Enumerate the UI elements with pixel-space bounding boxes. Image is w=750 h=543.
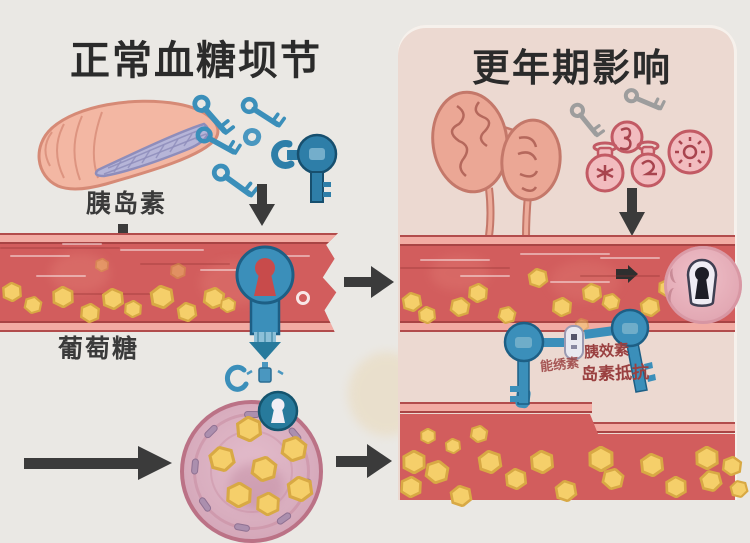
glucose-hexagon-icon <box>79 302 101 324</box>
glucose-hexagon-icon <box>423 458 451 486</box>
blood-flow-streak <box>0 247 120 249</box>
glucose-hexagon-icon <box>496 304 518 326</box>
glucose-hexagon-icon <box>206 443 238 475</box>
blood-flow-streak <box>62 243 102 245</box>
vessel-wall <box>400 235 735 246</box>
left-blood-vessel <box>0 233 338 332</box>
glucose-hexagon-icon <box>176 301 199 324</box>
flow-arrow-icon <box>616 265 638 283</box>
glucose-hexagon-icon <box>600 291 622 313</box>
glucose-hexagon-icon <box>551 296 573 318</box>
bubble-icon <box>296 291 310 305</box>
glucose-hexagon-icon <box>101 287 125 311</box>
blood-flow-streak <box>120 249 204 251</box>
large-insulin-key-icon <box>271 133 338 203</box>
glucose-hexagon-icon <box>249 454 279 484</box>
glucose-hexagon-icon <box>202 286 227 311</box>
small-key-icon <box>622 85 674 116</box>
resistant-insulin-keys-icon <box>503 308 656 405</box>
locked-receptor-icon <box>664 246 742 324</box>
glucose-hexagon-icon <box>219 296 237 314</box>
glucose-hexagon-icon <box>448 483 473 508</box>
glucose-hexagon-icon <box>467 282 489 304</box>
glucose-hexagon-icon <box>399 475 422 499</box>
glucose-hexagon-icon <box>588 445 614 473</box>
glucose-hexagon-icon <box>255 491 280 517</box>
glucose-hexagon-icon <box>698 468 725 495</box>
vessel-wall <box>0 233 338 244</box>
vessel-wall <box>400 402 592 413</box>
right-arrow-icon <box>344 266 394 298</box>
glucose-hexagon-icon <box>285 474 314 503</box>
glucose-hexagon-icon <box>600 466 626 492</box>
glucose-hexagon-icon <box>469 424 490 445</box>
glucose-hexagon-icon <box>504 467 528 491</box>
glucose-hexagon-icon <box>1 281 22 303</box>
left-panel-title: 正常血糖坝节 <box>70 39 322 83</box>
insulin-key-unlocking-icon <box>224 245 295 392</box>
glucose-hexagon-icon <box>639 452 665 478</box>
glucose-hexagon-icon <box>22 294 43 315</box>
glucose-hexagon-icon <box>225 481 252 509</box>
right-blood-vessel-bottom <box>399 387 749 508</box>
blood-flow-streak <box>36 275 86 277</box>
menopause-panel-card: 更年期影响 <box>398 25 749 508</box>
small-key-icon <box>561 97 620 148</box>
blood-flow-streak <box>550 281 610 283</box>
ovaries-illustration-icon <box>431 90 562 238</box>
infographic-root: { "titles": { "left": "正常血糖坝节", "right":… <box>0 25 749 543</box>
glucose-hexagon-icon <box>695 445 720 471</box>
glucose-hexagon-icon <box>728 478 750 500</box>
glucose-hexagon-icon <box>448 295 471 318</box>
down-arrow-icon <box>619 188 645 236</box>
glucose-hexagon-icon <box>476 448 503 475</box>
blood-flow-streak <box>600 257 660 259</box>
glucose-hexagon-icon <box>721 455 743 477</box>
glucose-hexagon-icon <box>235 415 263 443</box>
down-arrow-icon <box>249 184 275 226</box>
key-ring-icon <box>241 126 263 148</box>
glucose-hexagon-icon <box>123 299 142 319</box>
glucose-hexagon-icon <box>529 449 555 475</box>
glucose-hexagon-icon <box>94 257 110 273</box>
blood-flow-streak <box>400 267 510 269</box>
blood-flow-streak <box>420 259 490 261</box>
glucose-hexagon-icon <box>417 305 437 325</box>
glucose-hexagon-icon <box>420 427 436 445</box>
resistance-label-line2: 岛素抵抗 <box>580 362 650 385</box>
keyhole-icon <box>686 258 718 307</box>
right-arrow-icon <box>336 444 392 478</box>
right-blood-vessel-top <box>400 235 742 333</box>
pancreas-illustration-icon <box>37 99 220 191</box>
blood-flow-streak <box>460 275 510 277</box>
blood-flow-streak <box>520 253 610 255</box>
vessel-wall <box>588 422 735 433</box>
glucose-label: 葡萄糖 <box>58 335 140 363</box>
pancreas-hormone-label: 胰岛素 <box>86 190 168 218</box>
glucose-hexagon-icon <box>526 266 549 289</box>
glucose-hexagon-icon <box>402 449 426 475</box>
glucose-hexagon-icon <box>400 290 423 313</box>
glucose-hexagon-icon <box>279 434 309 464</box>
glucose-hexagon-icon <box>581 282 603 304</box>
vessel-wall <box>0 321 338 332</box>
resistant-key-small-label: 能绣素 <box>539 354 580 374</box>
right-arrow-icon <box>24 446 172 480</box>
blood-flow-streak <box>10 255 70 257</box>
glucose-hexagon-icon <box>665 475 688 499</box>
right-panel-title: 更年期影响 <box>472 48 673 90</box>
glucose-hexagon-icon <box>52 285 75 309</box>
blood-flow-streak <box>200 269 270 271</box>
glucose-hexagon-icon <box>169 262 187 280</box>
glucose-hexagon-icon <box>148 283 175 310</box>
cell-illustration <box>180 400 323 543</box>
declining-hormone-icons <box>585 120 713 193</box>
blood-flow-streak <box>580 275 660 277</box>
glucose-hexagon-icon <box>639 296 662 319</box>
cell-receptor-lock-icon <box>257 390 299 432</box>
glucose-hexagon-icon <box>444 437 462 455</box>
blood-flow-streak <box>140 263 230 265</box>
